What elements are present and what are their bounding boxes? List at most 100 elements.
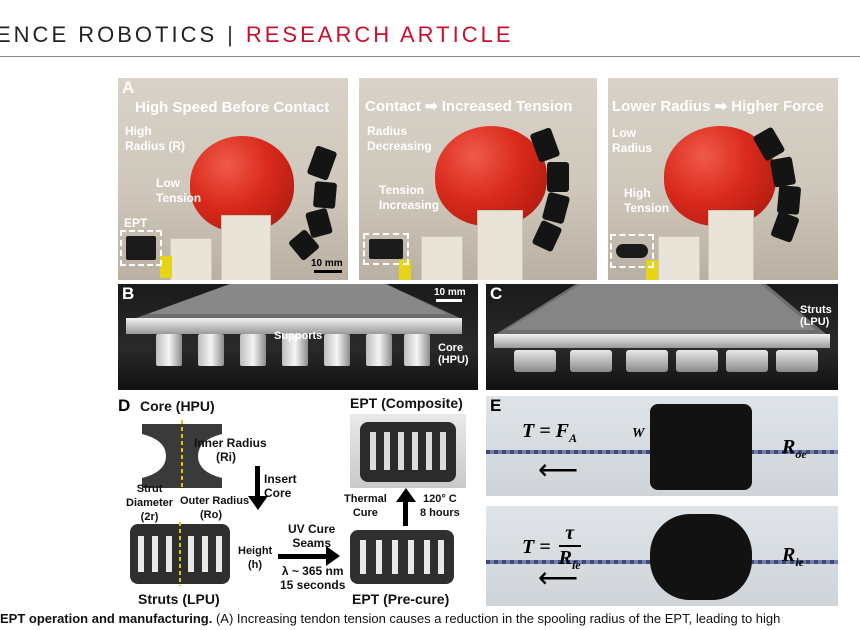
scale-text: 10 mm: [434, 287, 466, 298]
plate: [494, 334, 830, 348]
uv-arrow: [278, 554, 328, 559]
thermal-arrow: [403, 502, 408, 526]
finger-segment: [312, 181, 338, 209]
panel-e-label: E: [490, 396, 502, 415]
finger-segment: [531, 219, 563, 253]
mount: [160, 256, 172, 278]
arrow-up-icon: [396, 488, 416, 502]
base: [170, 238, 212, 280]
arrow-right-icon: [326, 546, 340, 566]
struts-title: Struts (LPU): [138, 591, 220, 607]
inner-radius-label: Inner Radius(Ri): [194, 436, 267, 464]
panel-c-label: C: [490, 284, 503, 303]
arrow-right-icon: ➡: [425, 98, 438, 115]
page-header: ENCE ROBOTICS|RESEARCH ARTICLE: [0, 0, 860, 56]
label-core: Core(HPU): [438, 342, 469, 366]
ept-highlight: [120, 230, 162, 266]
ept-spool: [650, 514, 752, 600]
base: [658, 236, 700, 280]
scale-bar: [314, 270, 342, 273]
strut-ring: [570, 350, 612, 372]
ept-precure-shape: [350, 530, 454, 584]
ept-composite-photo: [350, 414, 466, 488]
plate: [126, 318, 462, 334]
scale-bar: [436, 299, 462, 302]
outer-radius-label: Outer Radius(Ro): [180, 495, 250, 521]
equation-tension-torque: T = τ Rie: [522, 522, 581, 572]
ept-highlight: [610, 234, 654, 268]
section-label: RESEARCH ARTICLE: [245, 22, 514, 47]
panel-a1-title: High Speed Before Contact: [135, 99, 330, 116]
support: [324, 334, 350, 366]
finger-segment: [547, 162, 569, 192]
height-label: Height(h): [238, 545, 273, 571]
stand: [221, 215, 271, 280]
insert-arrow: [255, 466, 260, 500]
base: [421, 236, 463, 280]
inner-radius-eff-label: Rie: [782, 544, 805, 569]
stand: [708, 210, 754, 280]
arrow-left-icon: ⟵: [538, 562, 579, 593]
arrow-right-icon: ➡: [714, 98, 728, 115]
support: [366, 334, 392, 366]
label-ept: EPT: [124, 216, 148, 230]
clamp-wedge: [496, 284, 826, 334]
arrow-left-icon: ⟵: [538, 454, 579, 485]
panel-e-image-2: T = τ Rie ⟵ Rie: [486, 506, 838, 606]
finger-segment: [541, 191, 571, 225]
header-rule: [0, 56, 860, 57]
ept-precure-title: EPT (Pre-cure): [352, 591, 450, 607]
support: [240, 334, 266, 366]
strut-ring: [726, 350, 768, 372]
mount: [646, 260, 658, 280]
strut-ring: [626, 350, 668, 372]
strut-ring: [776, 350, 818, 372]
support: [198, 334, 224, 366]
core-title: Core (HPU): [140, 398, 215, 414]
panel-a3-title: Lower Radius ➡ Higher Force: [612, 98, 824, 115]
support: [282, 334, 308, 366]
struts-shape: [130, 522, 230, 586]
arrow-down-icon: [248, 496, 268, 510]
journal-name: ENCE ROBOTICS|RESEARCH ARTICLE: [0, 22, 514, 47]
ept-spool: [650, 404, 752, 490]
panel-e-image-1: E T = FA ⟵ W Roe: [486, 396, 838, 496]
finger-segment: [776, 185, 802, 215]
stand: [477, 210, 523, 280]
support: [404, 334, 430, 366]
equation-tension-force: T = FA: [522, 420, 577, 445]
mount: [399, 260, 411, 280]
panel-b-label: B: [122, 284, 135, 303]
support: [156, 334, 182, 366]
finger-segment: [769, 156, 797, 188]
finger-segment: [770, 211, 800, 243]
outer-radius-eff-label: Roe: [782, 436, 807, 461]
clamp-wedge: [136, 284, 460, 318]
label-struts: Struts(LPU): [800, 304, 832, 328]
ept-composite-title: EPT (Composite): [350, 396, 463, 411]
finger-segment: [306, 145, 338, 181]
panel-c-image: C Struts(LPU): [486, 284, 838, 390]
figure-caption: EPT operation and manufacturing. (A) Inc…: [0, 611, 781, 626]
width-label: W: [632, 426, 645, 441]
brain-object: [435, 126, 547, 226]
core-shape: [142, 420, 222, 490]
scale-text: 10 mm: [311, 258, 343, 269]
label-supports: Supports: [274, 330, 323, 342]
strut-ring: [514, 350, 556, 372]
